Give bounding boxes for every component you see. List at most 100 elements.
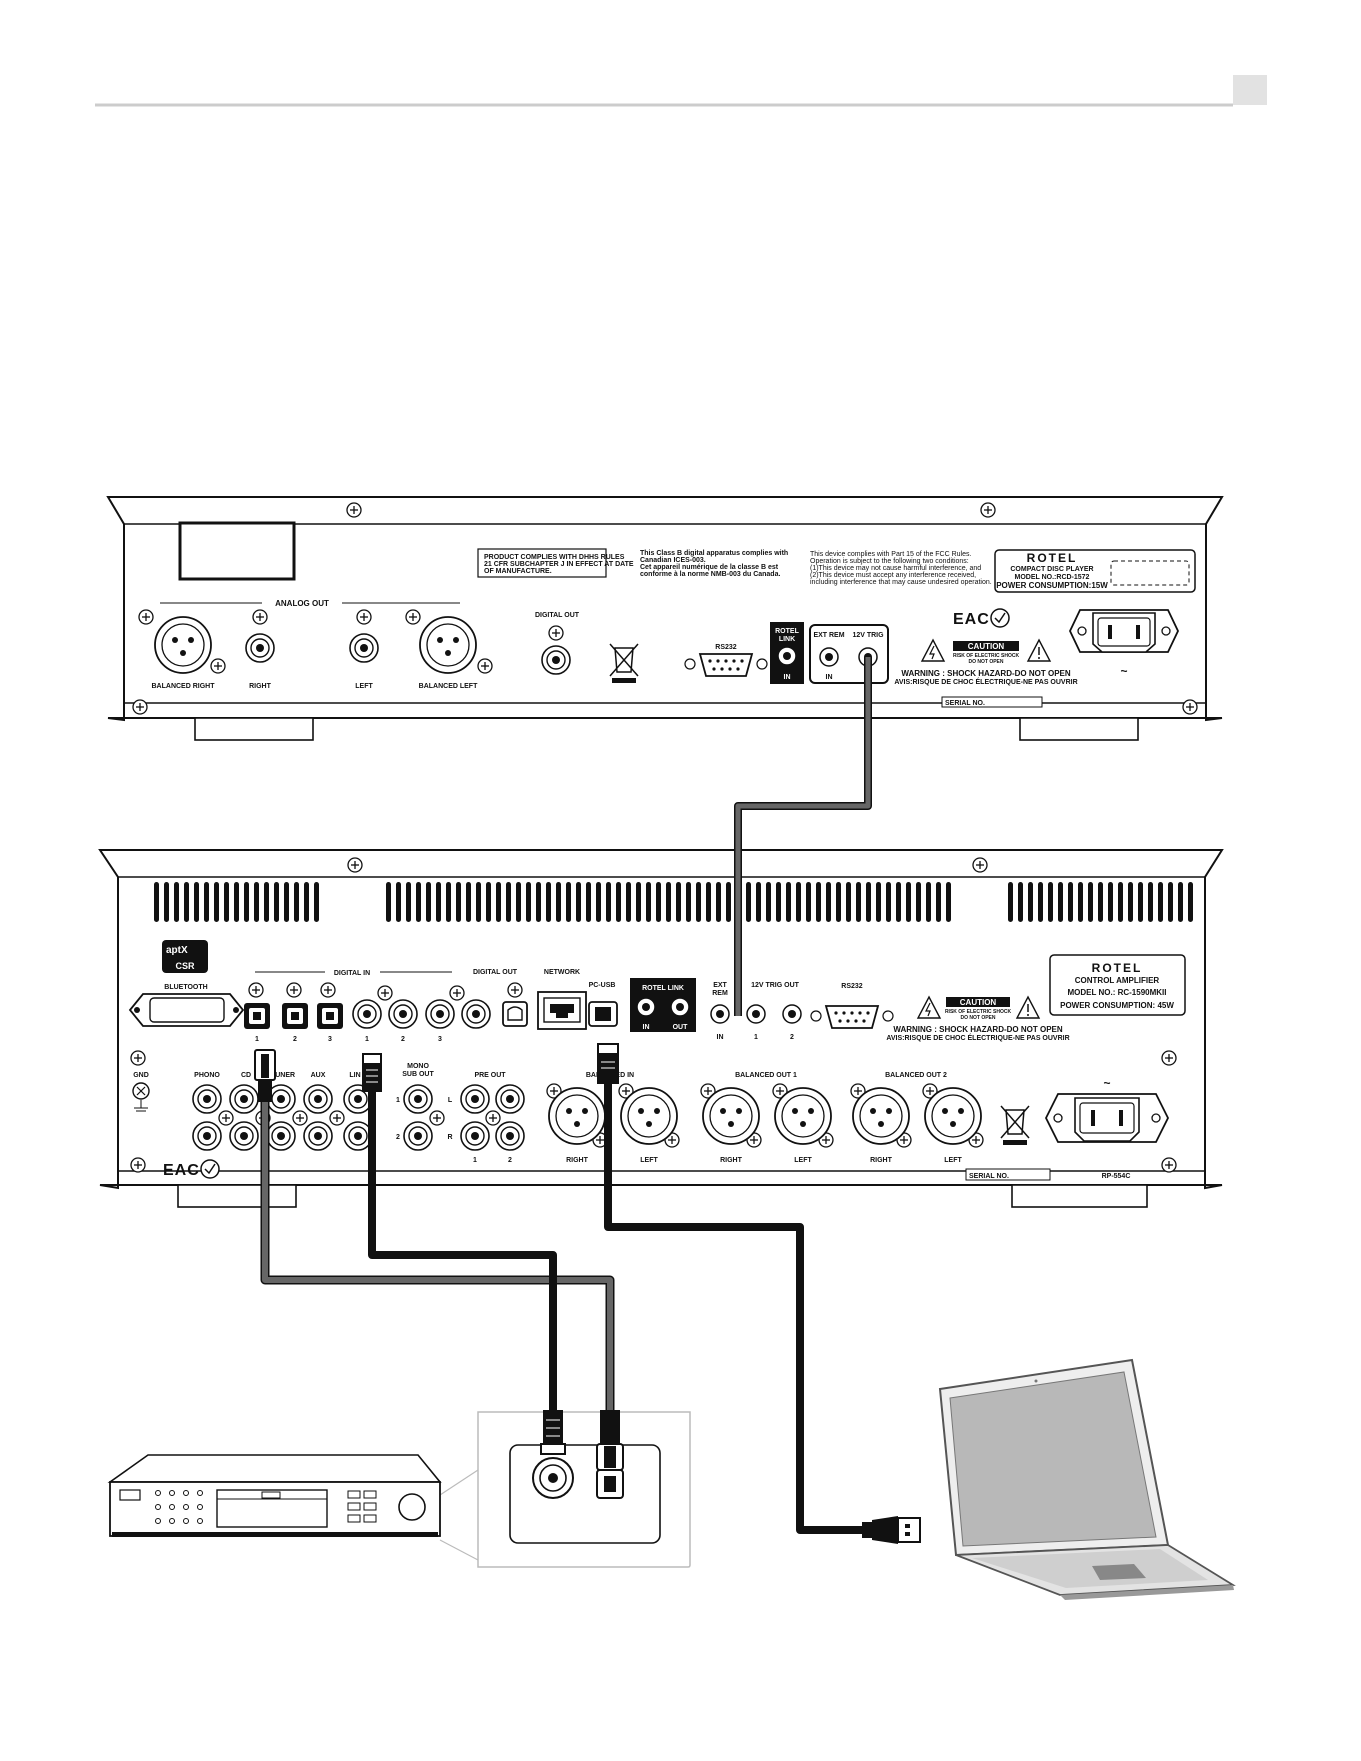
vent-slot [586, 882, 591, 922]
amp-ventilation-slots [154, 882, 1193, 922]
amp-pre-out-2-r[interactable] [495, 1121, 525, 1151]
amp-warning: WARNING : SHOCK HAZARD-DO NOT OPEN [893, 1025, 1063, 1034]
amp-phono-l[interactable] [192, 1084, 222, 1114]
vent-slot [436, 882, 441, 922]
amp-sub-num-1: 1 [396, 1097, 400, 1104]
vent-slot [746, 882, 751, 922]
rca-plug-at-source [540, 1410, 566, 1455]
cd-label-dashed-box [1110, 560, 1190, 586]
amp-bluetooth-antenna-port[interactable] [128, 993, 245, 1027]
cd-balanced-right-label: BALANCED RIGHT [152, 683, 216, 690]
vent-slot [164, 882, 169, 922]
vent-slot [576, 882, 581, 922]
vent-slot [1138, 882, 1143, 922]
cd-rca-digital-out[interactable] [541, 645, 571, 675]
amp-ac-inlet[interactable] [1044, 1093, 1170, 1143]
amp-pre-out-2-l[interactable] [495, 1084, 525, 1114]
amp-coax-in-2[interactable] [388, 999, 418, 1029]
cd-canada-line-4: conforme à la norme NMB-003 du Canada. [640, 571, 780, 578]
amp-line-r[interactable] [343, 1121, 373, 1151]
amp-exclamation-warning-icon [1016, 996, 1040, 1019]
cd-rca-right[interactable] [245, 633, 275, 663]
vent-slot [204, 882, 209, 922]
amp-pc-usb-port[interactable] [588, 1001, 618, 1027]
amp-optical-in-2[interactable] [282, 1003, 308, 1029]
vent-slot [426, 882, 431, 922]
amp-optical-in-1[interactable] [244, 1003, 270, 1029]
amp-bo1-right-label: RIGHT [720, 1157, 743, 1164]
amp-digital-out-optical[interactable] [502, 1001, 528, 1027]
amp-pre-out-1-r[interactable] [460, 1121, 490, 1151]
amp-balanced-out-2-right[interactable] [852, 1087, 910, 1145]
amp-coax-in-3[interactable] [425, 999, 455, 1029]
amp-coax-in-1[interactable] [352, 999, 382, 1029]
amp-pre-out-label: PRE OUT [474, 1072, 506, 1079]
amp-avis: AVIS:RISQUE DE CHOC ÉLECTRIQUE-NE PAS OU… [886, 1033, 1069, 1042]
vent-slot [916, 882, 921, 922]
vent-slot [616, 882, 621, 922]
amp-sub-out-2[interactable] [403, 1121, 433, 1151]
amp-pc-usb-label: PC-USB [589, 982, 616, 989]
svg-text:CSR: CSR [175, 961, 195, 971]
vent-slot [1038, 882, 1043, 922]
cd-xlr-balanced-right[interactable] [154, 616, 212, 674]
cd-fcc-line-5: including interference that may cause un… [810, 579, 992, 586]
amp-network-port[interactable] [537, 991, 587, 1030]
vent-slot [1168, 882, 1173, 922]
amp-tuner-r[interactable] [266, 1121, 296, 1151]
amp-phono-r[interactable] [192, 1121, 222, 1151]
amp-sub-out-1[interactable] [403, 1084, 433, 1114]
cd-12v-trig-label: 12V TRIG [852, 632, 884, 639]
amp-optical-in-3[interactable] [317, 1003, 343, 1029]
vent-slot [856, 882, 861, 922]
cd-weee-bin-icon [609, 643, 639, 683]
amp-aux-r[interactable] [303, 1121, 333, 1151]
amp-balanced-out-2-label: BALANCED OUT 2 [885, 1072, 947, 1079]
cd-ac-inlet[interactable] [1069, 609, 1179, 653]
cd-right-label: RIGHT [249, 683, 272, 690]
vent-slot [606, 882, 611, 922]
vent-slot [1048, 882, 1053, 922]
amp-balanced-in-right[interactable] [548, 1087, 606, 1145]
amp-balanced-out-1-right[interactable] [702, 1087, 760, 1145]
amp-gnd-label: GND [133, 1072, 149, 1079]
amp-balanced-out-1-left[interactable] [774, 1087, 832, 1145]
vent-slot [386, 882, 391, 922]
vent-slot [274, 882, 279, 922]
vent-slot [184, 882, 189, 922]
amp-balanced-out-2-left[interactable] [924, 1087, 982, 1145]
vent-slot [626, 882, 631, 922]
vent-slot [476, 882, 481, 922]
vent-slot [826, 882, 831, 922]
amp-caution-sub-2: DO NOT OPEN [960, 1015, 995, 1021]
cd-fcc-line-3: (1)This device may not cause harmful int… [810, 565, 981, 572]
amp-balanced-in-left[interactable] [620, 1087, 678, 1145]
svg-text:aptX: aptX [166, 945, 188, 956]
vent-slot [304, 882, 309, 922]
source-coax-jack[interactable] [532, 1457, 574, 1499]
amp-rs232-port[interactable] [810, 1005, 894, 1029]
vent-slot [876, 882, 881, 922]
cd-left-label: LEFT [355, 683, 373, 690]
source-optical-jack[interactable] [596, 1469, 624, 1499]
vent-slot [866, 882, 871, 922]
amp-aux-l[interactable] [303, 1084, 333, 1114]
vent-slot [936, 882, 941, 922]
amp-gnd-terminal[interactable] [132, 1082, 150, 1112]
amp-cd-r[interactable] [229, 1121, 259, 1151]
amp-balanced-out-1-label: BALANCED OUT 1 [735, 1072, 797, 1079]
vent-slot [244, 882, 249, 922]
vent-slot [194, 882, 199, 922]
cd-rca-left[interactable] [349, 633, 379, 663]
vent-slot [1078, 882, 1083, 922]
amp-serial: SERIAL NO. [969, 1173, 1009, 1180]
source-inset-panel [509, 1444, 661, 1544]
amp-cd-l[interactable] [229, 1084, 259, 1114]
amp-pre-out-1-l[interactable] [460, 1084, 490, 1114]
vent-slot [656, 882, 661, 922]
cd-rs232-port[interactable] [684, 653, 768, 677]
vent-slot [816, 882, 821, 922]
vent-slot [806, 882, 811, 922]
amp-phono-label: PHONO [194, 1072, 220, 1079]
cd-xlr-balanced-left[interactable] [419, 616, 477, 674]
